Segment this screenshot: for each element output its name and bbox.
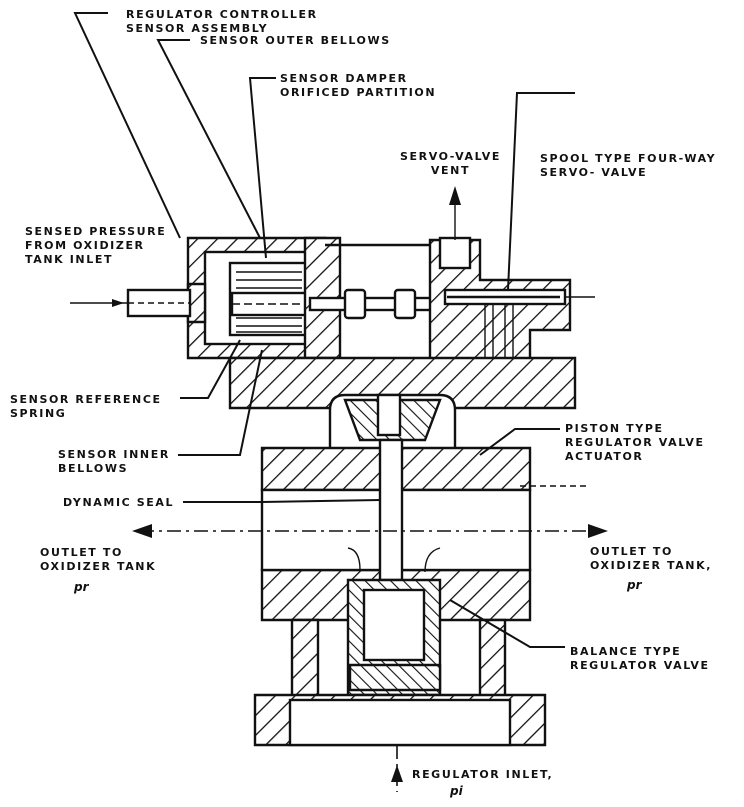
main-body xyxy=(260,438,532,622)
lower-housing xyxy=(253,578,547,747)
inlet-arrow xyxy=(391,765,403,782)
label-outlet-left: OUTLET TO OXIDIZER TANK xyxy=(40,546,157,573)
vent-arrow xyxy=(449,186,461,205)
servo-valve-block xyxy=(428,236,595,367)
leader-lines xyxy=(73,12,575,648)
outlet-left-arrow xyxy=(132,524,152,538)
label-regulator-controller: REGULATOR CONTROLLER SENSOR ASSEMBLY xyxy=(126,8,318,35)
label-piston-actuator: PISTON TYPE REGULATOR VALVE ACTUATOR xyxy=(565,422,705,463)
label-outlet-right-symbol: pr xyxy=(627,578,642,592)
label-sensor-damper: SENSOR DAMPER ORIFICED PARTITION xyxy=(280,72,437,99)
connecting-linkage xyxy=(308,243,442,320)
label-inlet-symbol: pi xyxy=(450,784,463,798)
flow-arrow-right xyxy=(424,547,441,573)
label-spool-servo-valve: SPOOL TYPE FOUR-WAY SERVO- VALVE xyxy=(540,152,717,179)
actuator-plate xyxy=(228,356,577,452)
label-servo-vent: SERVO-VALVE VENT xyxy=(400,150,501,177)
outlet-right-arrow xyxy=(588,524,608,538)
label-outlet-left-symbol: pr xyxy=(74,580,89,594)
label-sensor-reference-spring: SENSOR REFERENCE SPRING xyxy=(10,393,162,420)
label-balance-valve: BALANCE TYPE REGULATOR VALVE xyxy=(570,645,710,672)
valve-stem xyxy=(378,438,404,582)
label-regulator-inlet: REGULATOR INLET, xyxy=(412,768,554,781)
label-sensor-inner-bellows: SENSOR INNER BELLOWS xyxy=(58,448,170,475)
sensed-pressure-arrow xyxy=(112,299,124,307)
label-dynamic-seal: DYNAMIC SEAL xyxy=(63,496,175,509)
flow-arrow-left xyxy=(347,547,361,571)
sensor-assembly-housing xyxy=(126,236,342,360)
label-sensed-pressure: SENSED PRESSURE FROM OXIDIZER TANK INLET xyxy=(25,225,167,266)
sensor-bellows xyxy=(230,271,312,333)
label-outlet-right: OUTLET TO OXIDIZER TANK, xyxy=(590,545,713,572)
label-sensor-outer-bellows: SENSOR OUTER BELLOWS xyxy=(200,34,391,47)
